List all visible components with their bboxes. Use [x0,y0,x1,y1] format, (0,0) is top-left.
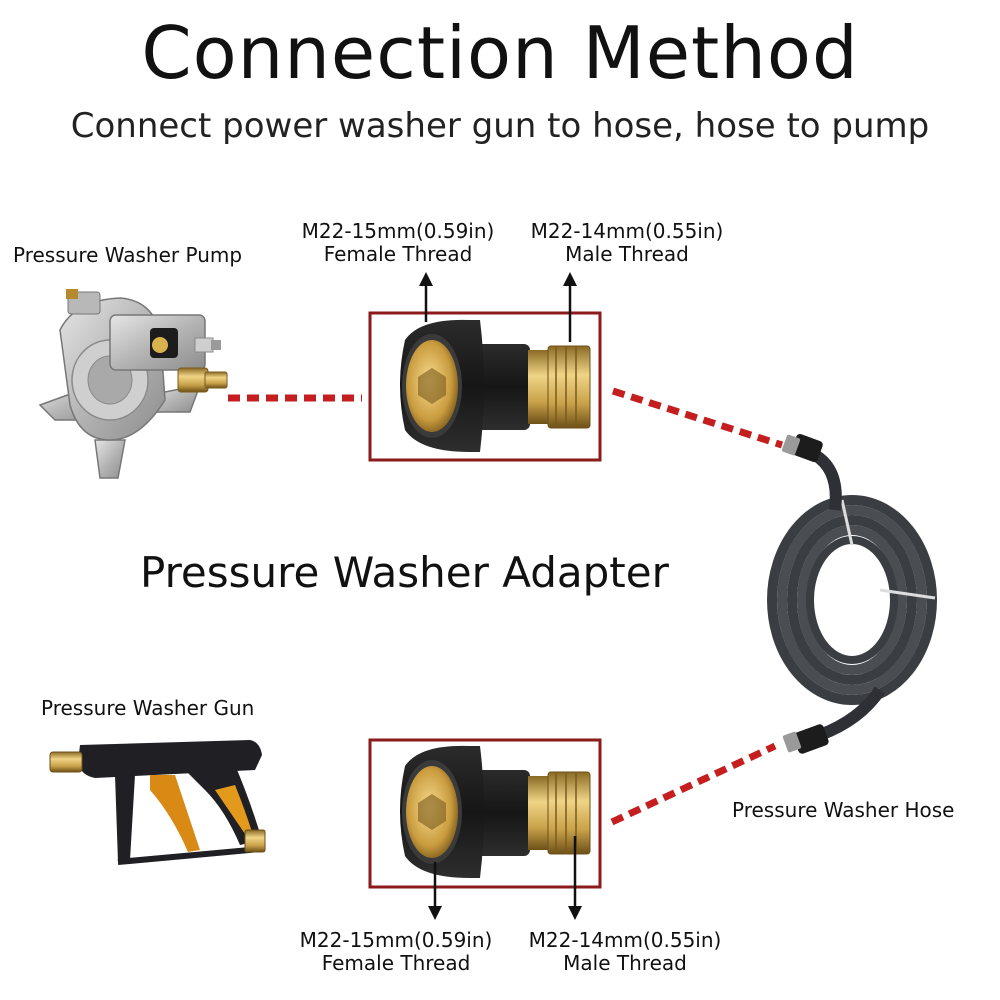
gun-image [49,740,266,865]
top-male-spec-size: M22-14mm(0.55in) [530,219,724,243]
bottom-male-spec-type: Male Thread [563,951,687,975]
top-female-arrow [419,272,433,322]
top-male-arrow [563,272,577,342]
page-title: Connection Method [141,11,859,95]
pump-image [38,289,228,479]
bottom-male-spec: M22-14mm(0.55in) Male Thread [515,929,735,975]
adapter-to-hose-line [611,387,784,449]
hose-label: Pressure Washer Hose [732,798,955,822]
hose-image [767,434,937,754]
bottom-male-spec-size: M22-14mm(0.55in) [528,928,722,952]
bottom-male-arrow [568,836,582,920]
top-adapter-image [400,319,591,452]
adapter-label: Pressure Washer Adapter [140,548,669,597]
bottom-adapter-frame [368,738,602,889]
bottom-adapter-to-hose-line [610,742,777,826]
top-female-spec-size: M22-15mm(0.59in) [301,219,495,243]
top-male-spec-type: Male Thread [565,242,689,266]
gun-label: Pressure Washer Gun [41,696,255,720]
bottom-female-spec: M22-15mm(0.59in) Female Thread [286,929,506,975]
bottom-adapter-image [400,745,591,878]
bottom-female-spec-type: Female Thread [321,951,471,975]
bottom-female-spec-size: M22-15mm(0.59in) [299,928,493,952]
pump-label: Pressure Washer Pump [13,243,243,267]
top-male-spec: M22-14mm(0.55in) Male Thread [517,220,737,266]
page-subtitle: Connect power washer gun to hose, hose t… [70,106,930,146]
top-adapter-frame [368,311,602,462]
top-female-spec-type: Female Thread [323,242,473,266]
top-female-spec: M22-15mm(0.59in) Female Thread [288,220,508,266]
bottom-female-arrow [428,862,442,920]
